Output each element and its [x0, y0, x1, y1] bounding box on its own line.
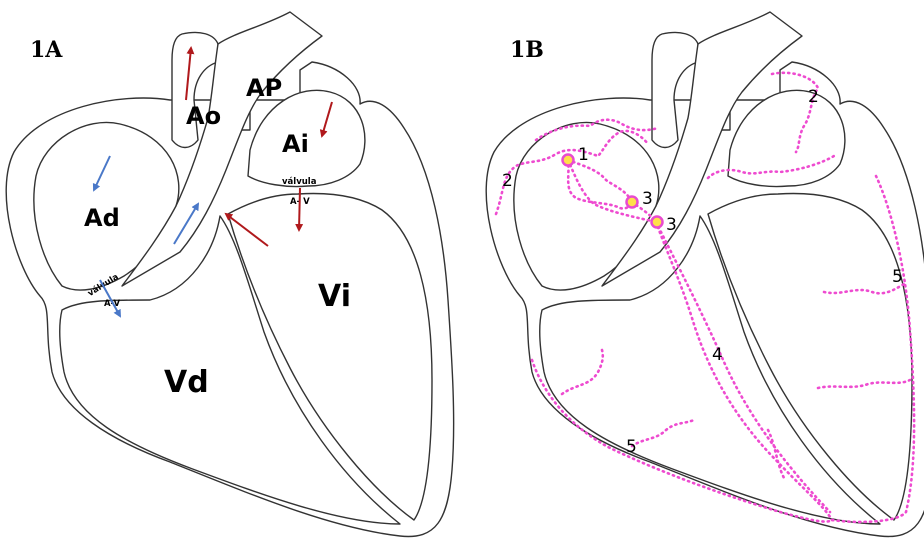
his-bundle-number: 3: [666, 215, 677, 235]
left-atrium-label: Ai: [282, 130, 309, 158]
sinus-node-number: 1: [578, 145, 589, 165]
left-ventricle-label: Vi: [318, 279, 351, 314]
bundle-branch-number: 4: [712, 345, 723, 365]
panel-title-1a: 1A: [30, 37, 63, 63]
atrial-left-number: 2: [502, 171, 513, 191]
panel-1b: 1B 1 2 2 3 3 4 5: [486, 12, 924, 536]
right-atrium-label: Ad: [84, 204, 120, 232]
aorta-label: Ao: [186, 102, 221, 130]
panel-1a: 1A Ao AP Ai Ad Vd Vi válvula A- V válvul…: [6, 12, 453, 536]
his-bundle-node: [652, 217, 663, 228]
mitral-valve-label: válvula: [282, 177, 317, 187]
pulmonary-artery-label: AP: [246, 74, 282, 102]
sinus-node: [563, 155, 574, 166]
atrial-right-number: 2: [808, 87, 819, 107]
mitral-flow-arrow: [299, 188, 300, 230]
av-node: [627, 197, 638, 208]
panel-title-1b: 1B: [510, 37, 544, 63]
av-node-number: 3: [642, 189, 653, 209]
purkinje-right-number: 5: [892, 267, 903, 287]
purkinje-left-number: 5: [626, 437, 637, 457]
right-ventricle-label: Vd: [164, 365, 209, 400]
